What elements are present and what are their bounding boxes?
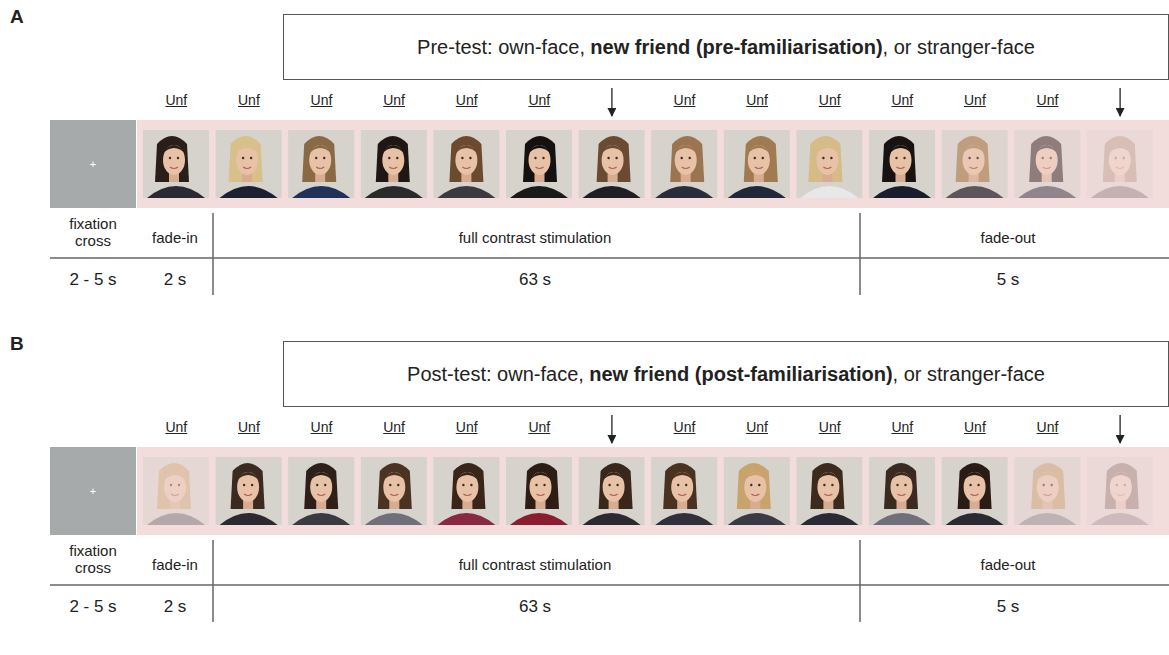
face-photo [796, 130, 862, 198]
condition-tag: Unf [456, 92, 478, 108]
condition-tag: Unf [311, 92, 333, 108]
face-photo [506, 130, 572, 198]
condition-tag: Unf [819, 92, 841, 108]
face-photo [1014, 130, 1080, 198]
face-photo [869, 457, 935, 525]
condition-tag: Unf [746, 92, 768, 108]
face-photo [216, 130, 282, 198]
face-photo [724, 130, 790, 198]
phase-divider [859, 540, 861, 622]
header-text: Post-test: own-face, [407, 363, 584, 385]
header-text: new friend (post-familiarisation) [589, 363, 892, 385]
phase-label: fixation cross [51, 542, 135, 577]
condition-header-box: Post-test: own-face,new friend (post-fam… [283, 341, 1169, 407]
fixation-screen: + [50, 120, 136, 208]
face-photo [143, 130, 209, 198]
phase-divider [212, 213, 214, 295]
duration-label: 63 s [519, 270, 551, 290]
face-photo [1087, 457, 1153, 525]
condition-tag: Unf [891, 92, 913, 108]
face-photo [579, 130, 645, 198]
condition-tag: Unf [456, 419, 478, 435]
face-photo [361, 130, 427, 198]
duration-label: 5 s [997, 270, 1020, 290]
condition-tag: Unf [238, 419, 260, 435]
condition-tag: Unf [165, 419, 187, 435]
fixation-symbol: + [90, 158, 96, 170]
face-photo [651, 457, 717, 525]
face-photo [1014, 457, 1080, 525]
condition-tag: Unf [964, 92, 986, 108]
condition-tag: Unf [165, 92, 187, 108]
stimulus-strip [137, 120, 1169, 208]
condition-tag: Unf [891, 419, 913, 435]
face-photo [361, 457, 427, 525]
timeline-rule [50, 257, 1169, 259]
phase-divider [212, 540, 214, 622]
face-photo [433, 457, 499, 525]
target-arrow [1119, 415, 1120, 443]
face-photo [651, 130, 717, 198]
face-photo [216, 457, 282, 525]
target-arrow [1119, 88, 1120, 116]
timeline-rule [50, 584, 1169, 586]
duration-label: 2 - 5 s [69, 270, 116, 290]
phase-label: fade-in [152, 556, 198, 573]
phase-label: fade-out [980, 556, 1035, 573]
panel-letter: B [10, 333, 24, 355]
condition-tag: Unf [964, 419, 986, 435]
condition-tag: Unf [383, 419, 405, 435]
condition-tag: Unf [528, 419, 550, 435]
duration-label: 2 s [164, 270, 187, 290]
phase-label: fade-in [152, 229, 198, 246]
duration-label: 2 - 5 s [69, 597, 116, 617]
header-text: new friend (pre-familiarisation) [590, 36, 882, 58]
face-photo [1087, 130, 1153, 198]
face-photo [506, 457, 572, 525]
target-arrow [611, 415, 612, 443]
panel-art [50, 415, 1169, 622]
duration-label: 2 s [164, 597, 187, 617]
phase-label: full contrast stimulation [459, 229, 612, 246]
phase-label: fixation cross [51, 215, 135, 250]
condition-tag: Unf [383, 92, 405, 108]
face-photo [288, 130, 354, 198]
condition-tag: Unf [238, 92, 260, 108]
phase-label: fade-out [980, 229, 1035, 246]
condition-tag: Unf [528, 92, 550, 108]
face-photo [724, 457, 790, 525]
face-photo [869, 130, 935, 198]
duration-label: 63 s [519, 597, 551, 617]
fixation-screen: + [50, 447, 136, 535]
panel-letter: A [10, 6, 24, 28]
duration-label: 5 s [997, 597, 1020, 617]
fixation-symbol: + [90, 485, 96, 497]
phase-divider [859, 213, 861, 295]
condition-header-box: Pre-test: own-face,new friend (pre-famil… [283, 14, 1169, 80]
target-arrow [611, 88, 612, 116]
header-text: , or stranger-face [893, 363, 1045, 385]
face-photo [143, 457, 209, 525]
face-photo [942, 457, 1008, 525]
condition-tag: Unf [674, 92, 696, 108]
condition-tag: Unf [674, 419, 696, 435]
condition-tag: Unf [1037, 92, 1059, 108]
condition-tag: Unf [819, 419, 841, 435]
face-photo [288, 457, 354, 525]
face-photo [942, 130, 1008, 198]
condition-tag: Unf [746, 419, 768, 435]
stimulus-strip [137, 447, 1169, 535]
header-text: Pre-test: own-face, [417, 36, 585, 58]
phase-label: full contrast stimulation [459, 556, 612, 573]
face-photo [579, 457, 645, 525]
condition-tag: Unf [1037, 419, 1059, 435]
header-text: , or stranger-face [883, 36, 1035, 58]
face-photo [796, 457, 862, 525]
panel-art [50, 88, 1169, 295]
condition-tag: Unf [311, 419, 333, 435]
face-photo [433, 130, 499, 198]
